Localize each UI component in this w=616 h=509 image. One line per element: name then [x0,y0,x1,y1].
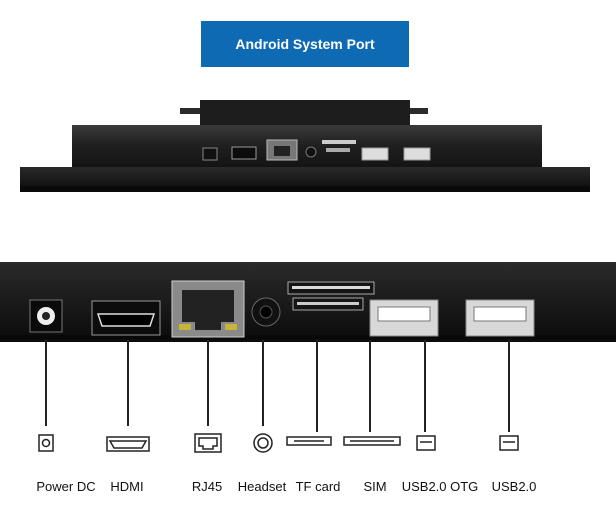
headset-icon [253,433,273,453]
sim-icon [343,436,401,446]
leader-lines [45,340,510,432]
usb-icon [499,435,519,451]
label-usb: USB2.0 [491,479,537,494]
device-side-view [20,100,590,192]
tf-card-icon [286,436,332,446]
usb-icon [416,435,436,451]
hdmi-icon [106,436,150,452]
power-dc-icon [38,434,54,452]
rj45-icon [194,433,222,453]
page-title: Android System Port [201,21,409,67]
label-power-dc: Power DC [36,479,96,494]
label-headset: Headset [237,479,287,494]
label-rj45: RJ45 [191,479,223,494]
label-hdmi: HDMI [110,479,144,494]
label-tf-card: TF card [295,479,341,494]
port-panel-closeup [0,262,616,342]
label-usb-otg: USB2.0 OTG [401,479,479,494]
label-sim: SIM [363,479,387,494]
